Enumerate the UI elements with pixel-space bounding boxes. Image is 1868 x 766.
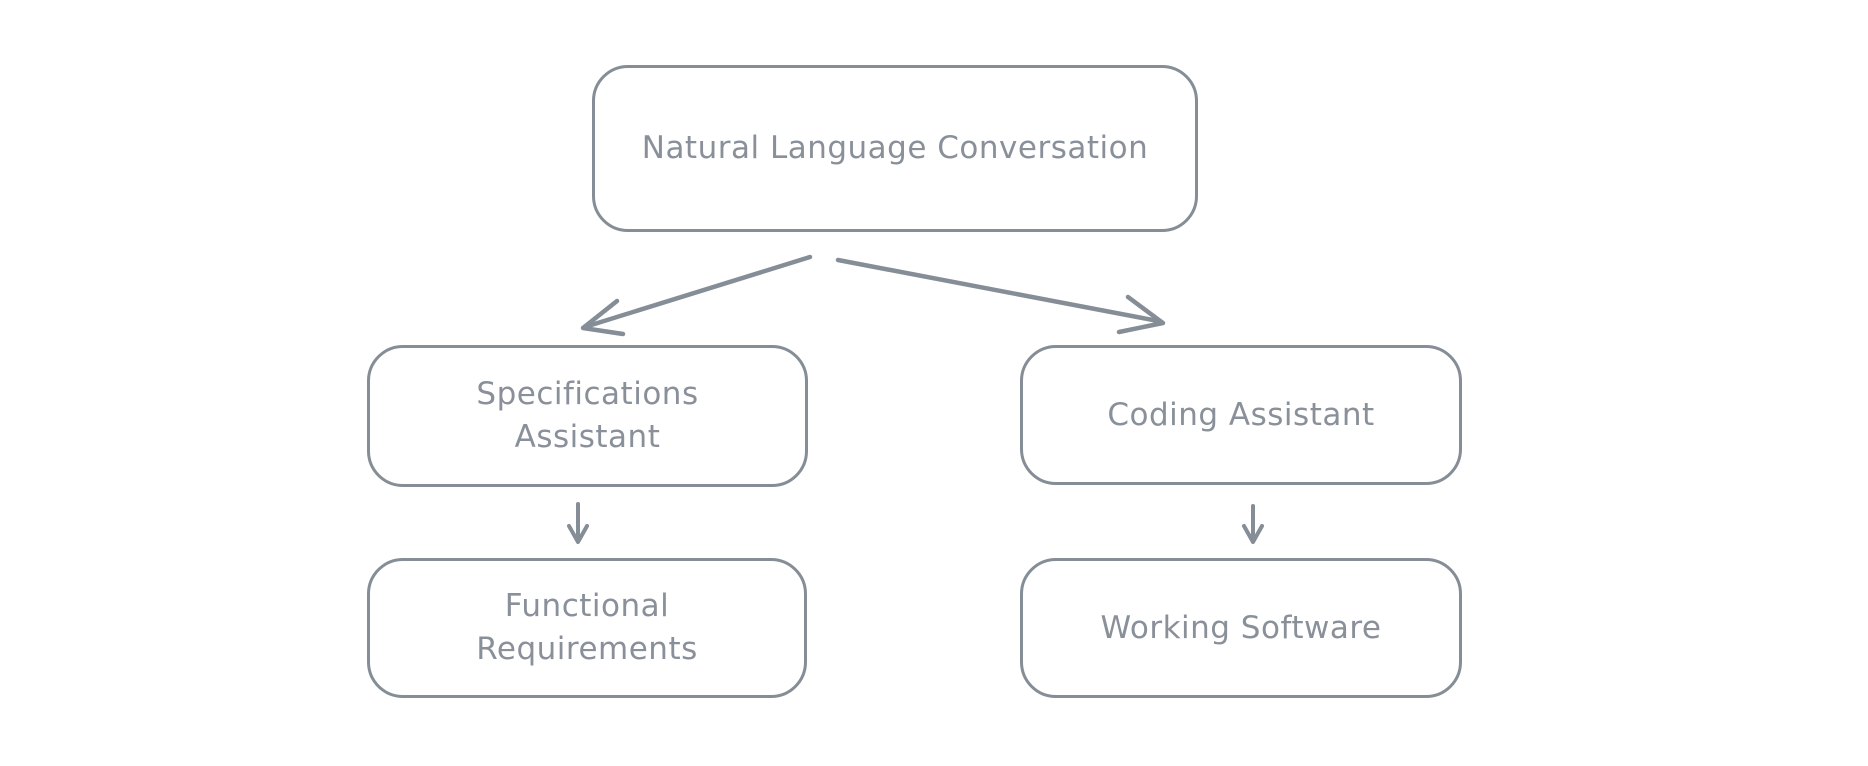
node-label: Specifications Assistant xyxy=(476,376,699,455)
edge-top-to-specifications-arrow xyxy=(580,254,813,337)
node-label: Functional Requirements xyxy=(476,588,698,667)
node-functional-requirements: Functional Requirements xyxy=(367,558,807,698)
node-specifications-assistant: Specifications Assistant xyxy=(367,345,808,487)
edge-top-to-coding-arrow xyxy=(835,257,1166,335)
edge-coding-to-working-arrow xyxy=(1242,504,1264,544)
node-label: Working Software xyxy=(1100,609,1382,646)
node-natural-language-conversation: Natural Language Conversation xyxy=(592,65,1198,232)
node-label: Coding Assistant xyxy=(1107,396,1375,433)
node-working-software: Working Software xyxy=(1020,558,1462,698)
edge-specifications-to-functional-arrow xyxy=(567,502,589,544)
node-label: Natural Language Conversation xyxy=(641,130,1149,167)
node-coding-assistant: Coding Assistant xyxy=(1020,345,1462,485)
